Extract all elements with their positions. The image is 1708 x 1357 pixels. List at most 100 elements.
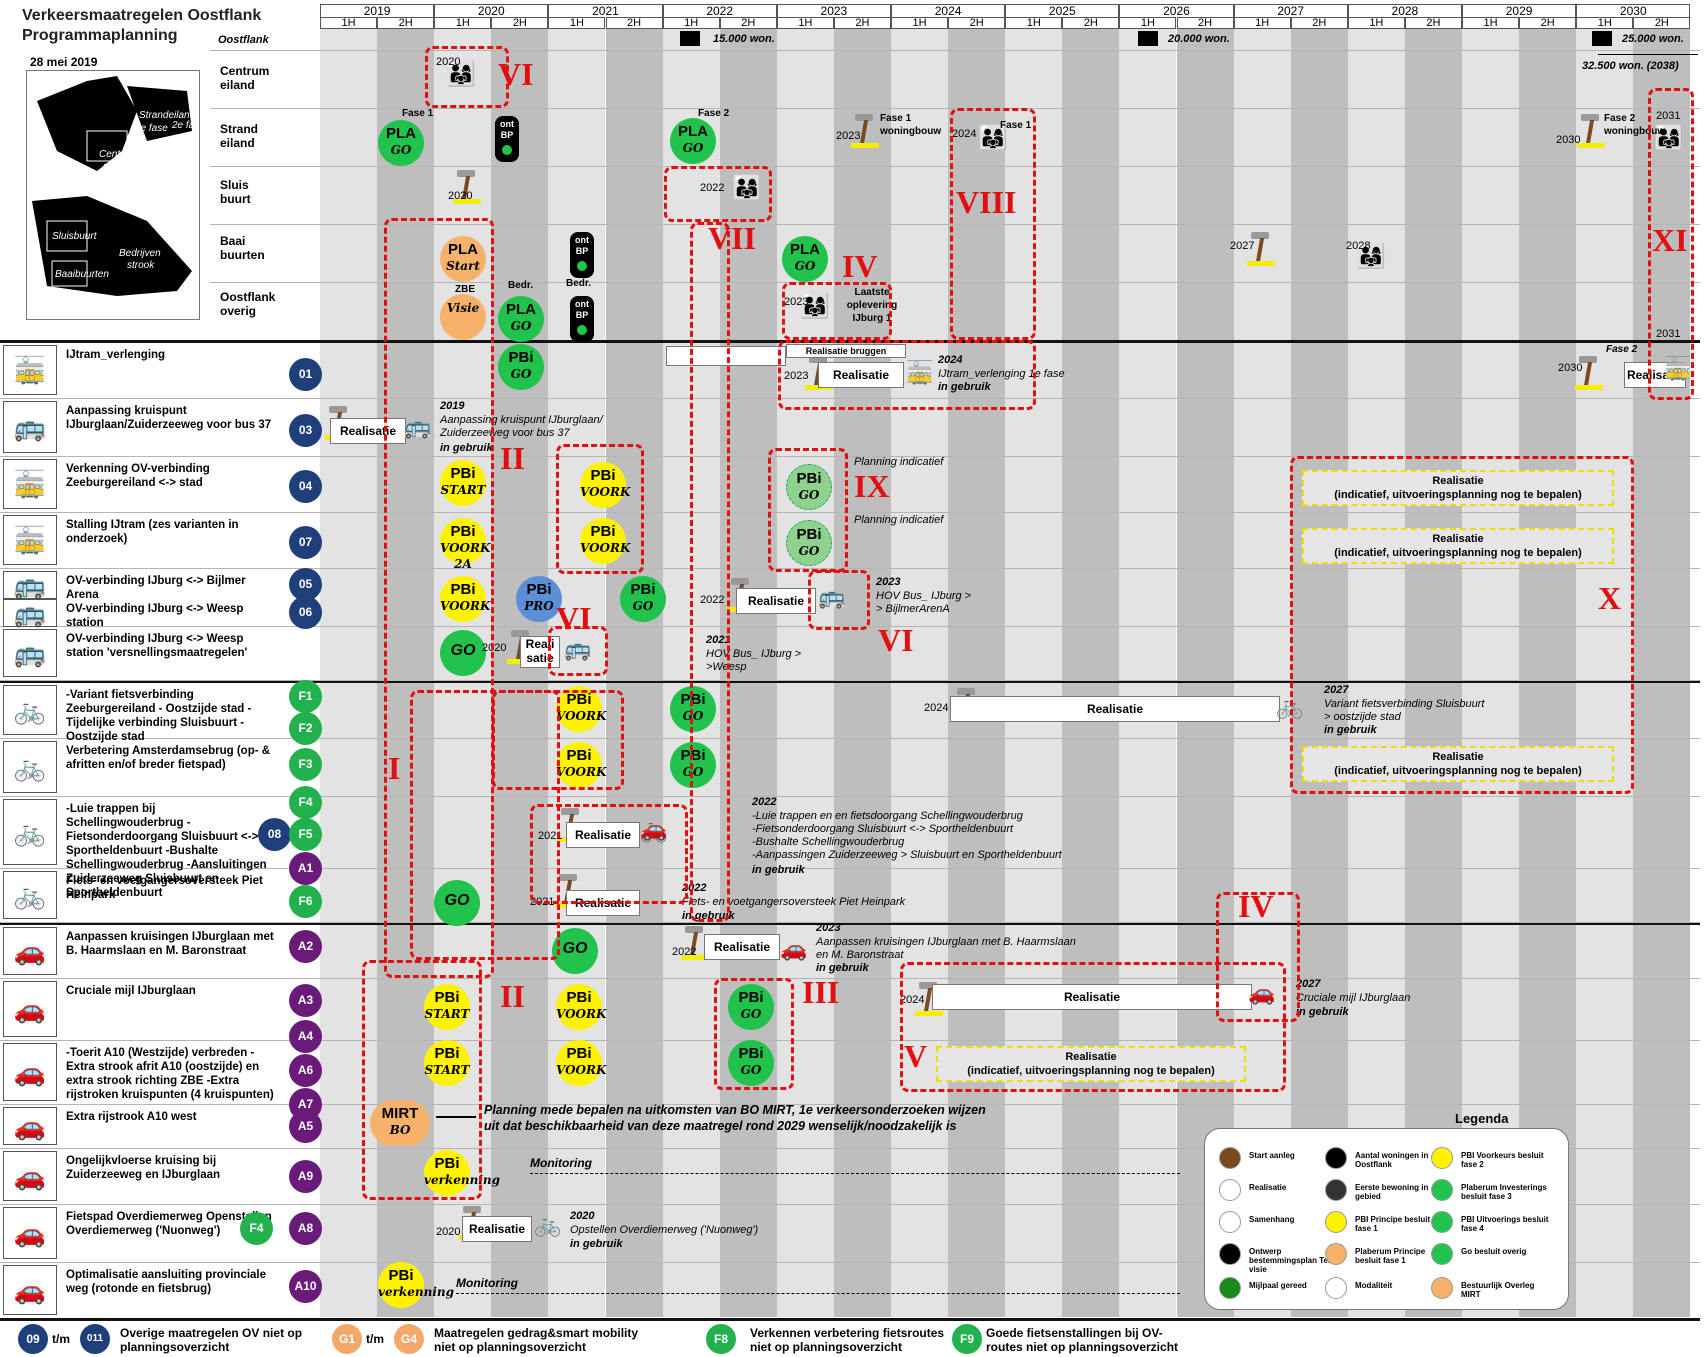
crane-base: [1575, 385, 1603, 390]
year-2021: 2021: [548, 4, 663, 17]
code-circle: F3: [289, 748, 322, 781]
crane-top: [463, 1206, 481, 1213]
mode-icon: 🚗: [3, 1107, 57, 1145]
note-line: in gebruik: [752, 864, 805, 876]
note-ingebruik: in gebruik: [1296, 1006, 1349, 1019]
area-label-line: eiland: [220, 136, 255, 150]
half-2020-1h: 1H: [434, 17, 492, 29]
row-label: Stalling IJtram (zes varianten in onderz…: [66, 519, 239, 545]
half-2025-1h: 1H: [1005, 17, 1063, 29]
year-annotation: 2028: [1346, 240, 1371, 252]
note-year: 2027: [1324, 684, 1348, 697]
row-label: Fiets- en voetgangersoversteek Piet Hein…: [66, 875, 263, 901]
footer-code: F9: [952, 1324, 982, 1354]
note-line: Aanpassen kruisingen IJburglaan met B. H…: [816, 936, 1076, 948]
crane-top: [957, 688, 975, 695]
samenhang-box: [950, 108, 1036, 340]
year-annotation: 2023: [784, 296, 809, 308]
half-2024-2h: 2H: [948, 17, 1006, 29]
crane-top: [809, 356, 827, 363]
note-line: 2024: [938, 354, 963, 366]
year-2028: 2028: [1347, 4, 1462, 17]
half-2019-2h: 2H: [377, 17, 435, 29]
bp-label: BP: [500, 130, 514, 140]
realisatie-bar: Realisatie: [950, 696, 1280, 722]
area-label-line: overig: [220, 304, 257, 318]
half-2026-2h: 2H: [1176, 17, 1234, 29]
code-circle: A10: [289, 1270, 322, 1303]
svg-text:strook: strook: [127, 260, 155, 271]
realisatie-bar: Realisatie: [566, 822, 640, 848]
row-line: [0, 568, 1700, 569]
note-planning: Planning indicatief: [854, 514, 943, 527]
badge-sub: START: [424, 1063, 470, 1077]
vehicle-icon: 🚋: [1664, 356, 1692, 381]
crane-icon: [678, 924, 712, 964]
footer-code: F8: [706, 1324, 736, 1354]
half-col-2h: [1404, 28, 1462, 1317]
note-bus37: Aanpassing kruispunt IJburglaan/Zuiderze…: [440, 414, 603, 440]
samenhang-box: [410, 690, 560, 960]
year-annotation: 2022: [700, 594, 725, 606]
code-circle: 01: [289, 358, 322, 391]
badge-sub: Visie: [446, 301, 480, 315]
footer-code: G1: [332, 1324, 362, 1354]
half-col-2h: [1176, 28, 1234, 1317]
legend-symbol: [1431, 1211, 1453, 1233]
year-annotation: 2020: [436, 1226, 461, 1238]
area-label-line: Baai: [220, 234, 246, 248]
code-circle: 04: [289, 470, 322, 503]
crane-top: [1581, 114, 1599, 121]
crane-base: [1247, 261, 1275, 266]
mode-icon: 🚌: [3, 401, 57, 453]
area-label-line: eiland: [220, 78, 255, 92]
area-label-line: Oostflank: [220, 290, 276, 304]
area-label-line: Strand: [220, 122, 259, 136]
half-2019-1h: 1H: [320, 17, 378, 29]
badge-sub: GO: [798, 488, 820, 502]
roman-numeral: VI: [878, 622, 914, 658]
badge-sub: GO: [798, 544, 820, 558]
svg-text:Bedrijven: Bedrijven: [119, 248, 161, 259]
half-2029-2h: 2H: [1519, 17, 1577, 29]
row-line: [0, 680, 1700, 681]
legend-symbol: [1431, 1179, 1453, 1201]
note-year: 2021: [706, 634, 730, 647]
samenhang-box: [548, 626, 608, 676]
roman-numeral: X: [1598, 580, 1622, 616]
half-2024-1h: 1H: [891, 17, 949, 29]
samenhang-box: [556, 444, 644, 574]
legend-symbol: [1219, 1243, 1241, 1265]
year-annotation: 2027: [1230, 240, 1255, 252]
half-col-2h: [1290, 28, 1348, 1317]
year-annotation: 2022: [672, 946, 697, 958]
note-year: 2024: [938, 354, 962, 367]
legend-symbol: [1219, 1277, 1241, 1299]
year-annotation: 2021: [538, 830, 563, 842]
year-2024: 2024: [891, 4, 1006, 17]
note-line: Planning indicatief: [854, 514, 944, 526]
mode-icon: 🚲: [3, 685, 57, 735]
badge-sub: GO: [390, 143, 412, 157]
indicatief-label: (indicatief, uitvoeringsplanning nog te …: [1334, 547, 1582, 559]
note-line: Cruciale mijl IJburglaan: [1296, 992, 1411, 1004]
roman-numeral: VI: [556, 600, 592, 636]
row-label: Verkenning OV-verbinding Zeeburgereiland…: [66, 463, 210, 489]
fase-label: Fase 2: [698, 108, 730, 119]
badge-sub: BO: [389, 1123, 411, 1137]
laatste-oplevering: Laatste oplevering IJburg 1: [846, 287, 898, 324]
samenhang-box: [1290, 456, 1634, 794]
legend-label: Plaberum Investerings besluit fase 3: [1461, 1183, 1547, 1201]
housing-icon: [680, 31, 700, 46]
note-line: Fiets- en voetgangersoversteek Piet Hein…: [682, 896, 906, 908]
